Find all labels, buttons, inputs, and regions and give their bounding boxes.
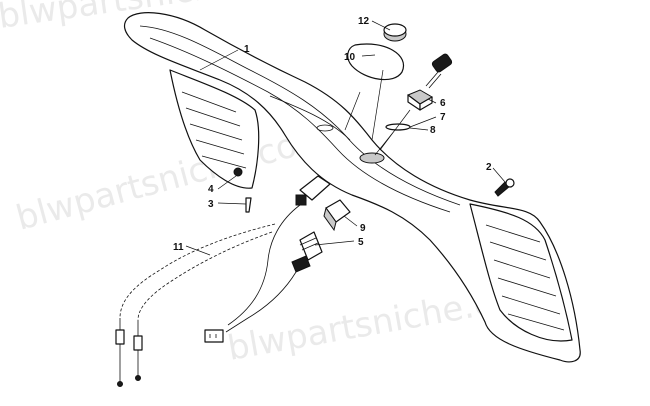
wire-harness	[225, 204, 301, 333]
switch-part-6	[407, 89, 433, 111]
ignition-key	[425, 53, 453, 89]
screw-part-3	[245, 197, 252, 213]
cap-part-12	[383, 23, 407, 42]
callout-5: 5	[358, 237, 364, 248]
throttle-switch-part-5	[291, 231, 323, 273]
connector-housing	[295, 175, 331, 206]
screw-part-2	[494, 178, 515, 197]
callout-8: 8	[430, 125, 436, 136]
callout-12: 12	[358, 16, 370, 27]
callout-10: 10	[344, 52, 356, 63]
callout-2: 2	[486, 162, 492, 173]
ring-part-8	[385, 123, 411, 131]
screw-part-4	[233, 167, 243, 177]
switch-body-part-9	[323, 199, 351, 232]
hood-console-body	[123, 12, 581, 363]
callout-11: 11	[173, 242, 184, 253]
throttle-cable-part-11	[115, 223, 276, 387]
leader-lines-center	[344, 69, 411, 156]
callout-4: 4	[208, 184, 214, 195]
callout-6: 6	[440, 98, 446, 109]
callout-9: 9	[360, 223, 366, 234]
callout-3: 3	[208, 199, 214, 210]
plug-connector	[204, 329, 224, 343]
callout-1: 1	[244, 44, 250, 55]
callout-leaders	[185, 20, 506, 256]
callout-7: 7	[440, 112, 446, 123]
decal-part-10	[347, 43, 405, 81]
